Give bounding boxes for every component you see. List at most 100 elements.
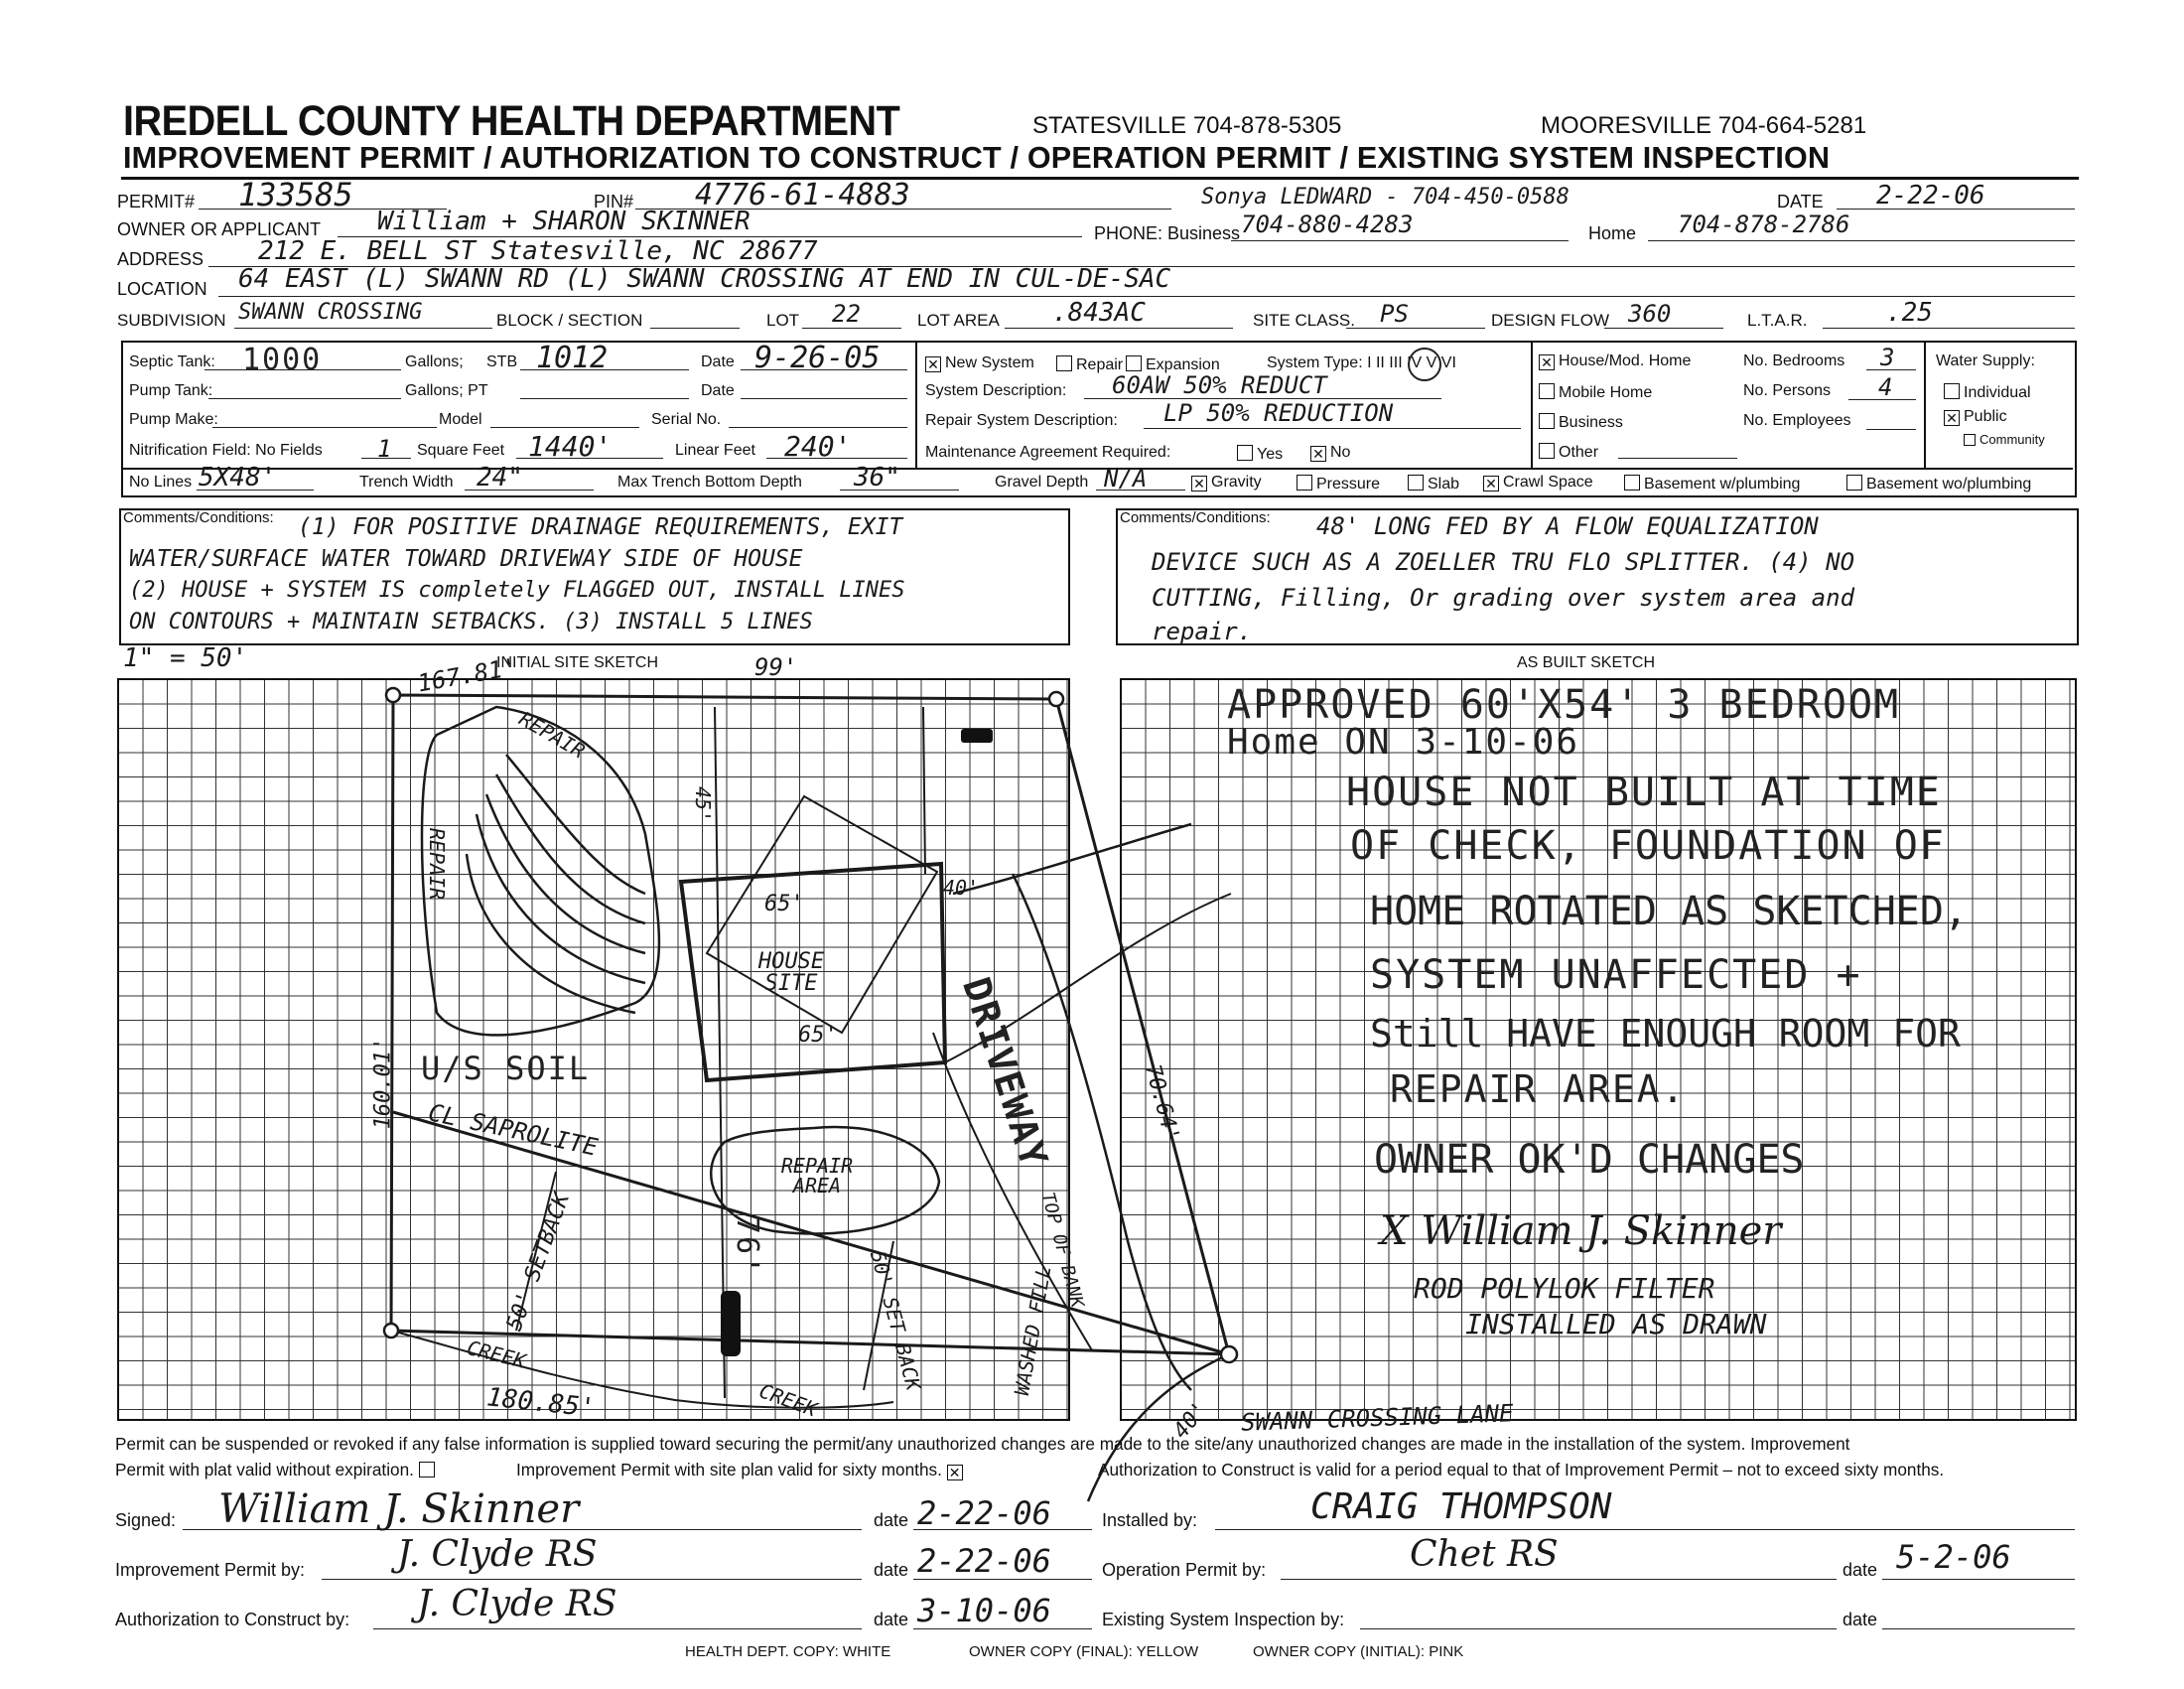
expansion-checkbox[interactable] (1126, 355, 1142, 371)
crawl-checkbox[interactable]: ✕ (1483, 476, 1499, 492)
linear-label: Linear Feet (675, 442, 755, 459)
tank-date-label: Date (701, 353, 735, 370)
fields-value: 1 (377, 435, 392, 463)
permit-date: 2-22-06 (1876, 181, 1985, 211)
imp-permit-value: J. Clyde RS (397, 1534, 598, 1575)
crawl-check[interactable]: ✕Crawl Space (1483, 475, 1593, 492)
depth-label: Max Trench Bottom Depth (617, 474, 802, 491)
house-checkbox[interactable]: ✕ (1539, 354, 1555, 370)
public-checkbox[interactable]: ✕ (1944, 410, 1960, 426)
signed-date-label: date (874, 1510, 909, 1530)
corner-pin-sw (382, 1322, 400, 1339)
basement-w-check[interactable]: Basement w/plumbing (1624, 475, 1800, 493)
lines-value: 5X48' (199, 463, 277, 493)
basement-wo-check[interactable]: Basement wo/plumbing (1846, 475, 2031, 493)
community-check[interactable]: Community (1964, 433, 2045, 446)
pump-date-label: Date (701, 382, 735, 399)
pressure-check[interactable]: Pressure (1297, 475, 1380, 493)
auth-date: 3-10-06 (917, 1592, 1051, 1629)
utility-box (961, 729, 993, 743)
mobile-check[interactable]: Mobile Home (1539, 383, 1652, 401)
expansion-check[interactable]: Expansion (1126, 355, 1220, 373)
septic-value: 1000 (242, 343, 323, 377)
auth-label: Authorization to Construct by: (115, 1610, 350, 1629)
other-check[interactable]: Other (1539, 443, 1598, 461)
slab-check[interactable]: Slab (1408, 475, 1459, 493)
desc-value: 60AW 50% REDUCT (1112, 371, 1327, 399)
lot-area-value: .843AC (1052, 298, 1146, 328)
lot-area-label: LOT AREA (917, 311, 1000, 330)
comments-right-line-3: CUTTING, Filling, Or grading over system… (1152, 584, 1855, 612)
permit-label: PERMIT# (117, 192, 196, 211)
basement-w-checkbox[interactable] (1624, 475, 1640, 491)
phone-home: 704-878-2786 (1678, 211, 1850, 238)
stb-value: 1012 (536, 341, 609, 375)
maint-no-checkbox[interactable]: ✕ (1310, 446, 1326, 462)
op-date-label: date (1843, 1560, 1878, 1580)
comments-right-line-1: 48' LONG FED BY A FLOW EQUALIZATION (1316, 512, 1819, 540)
basement-wo-checkbox[interactable] (1846, 475, 1862, 491)
site-class-value: PS (1380, 300, 1409, 328)
slab-checkbox[interactable] (1408, 475, 1424, 491)
subdivision-value: SWANN CROSSING (238, 300, 423, 325)
sketch-left-dim: 160.01' (370, 1037, 396, 1130)
business-check[interactable]: Business (1539, 413, 1623, 431)
linear-value: 240' (784, 430, 852, 463)
statesville-phone: STATESVILLE 704-878-5305 (1032, 112, 1342, 139)
new-system-checkbox[interactable]: ✕ (925, 356, 941, 372)
model-label: Model (439, 411, 482, 428)
maint-yes[interactable]: Yes (1237, 445, 1283, 463)
public-check[interactable]: ✕Public (1944, 409, 2007, 426)
asbuilt-note-2: INSTALLED AS DRAWN (1465, 1308, 1767, 1340)
maint-yes-checkbox[interactable] (1237, 445, 1253, 461)
sketch-scale: 1" = 50' (123, 643, 248, 673)
corner-pin-se (1219, 1344, 1239, 1364)
community-checkbox[interactable] (1964, 434, 1976, 446)
comments-right-line-4: repair. (1152, 618, 1253, 645)
site-class-label: SITE CLASS. (1253, 311, 1355, 330)
initial-sketch-grid (117, 678, 1070, 1421)
business-checkbox[interactable] (1539, 413, 1555, 429)
pump-make-label: Pump Make: (129, 411, 218, 428)
house-check[interactable]: ✕House/Mod. Home (1539, 353, 1691, 370)
pressure-checkbox[interactable] (1297, 475, 1312, 491)
comments-left-line-1: (1) FOR POSITIVE DRAINAGE REQUIREMENTS, … (298, 514, 903, 540)
date-label: DATE (1777, 192, 1824, 211)
asbuilt-line-5: HOME ROTATED AS SKETCHED, (1370, 889, 1969, 934)
legal-text-2c: Authorization to Construct is valid for … (1098, 1460, 1945, 1479)
imp-date-label: date (874, 1560, 909, 1580)
repair-checkbox[interactable] (1056, 355, 1072, 371)
op-permit-label: Operation Permit by: (1102, 1560, 1267, 1580)
corner-pin-nw (384, 686, 402, 704)
maint-no[interactable]: ✕No (1310, 445, 1350, 462)
asbuilt-line-2: Home ON 3-10-06 (1227, 722, 1580, 763)
lines-label: No Lines (129, 474, 193, 491)
depth-value: 36" (854, 463, 900, 493)
trench-value: 24" (477, 463, 523, 493)
sketch-repair-area: REPAIR AREA (780, 1154, 854, 1197)
bedrooms-value: 3 (1880, 344, 1895, 371)
owner-value: William + SHARON SKINNER (377, 207, 751, 236)
copy-yellow: OWNER COPY (FINAL): YELLOW (969, 1643, 1199, 1660)
asbuilt-line-6: SYSTEM UNAFFECTED + (1370, 952, 1862, 998)
individual-check[interactable]: Individual (1944, 383, 2031, 401)
signed-value: William J. Skinner (218, 1486, 580, 1532)
asbuilt-line-7: Still HAVE ENOUGH ROOM FOR (1370, 1012, 1961, 1056)
repair-check[interactable]: Repair (1056, 355, 1123, 373)
asbuilt-sketch-grid (1120, 678, 2077, 1421)
site-plan-checkbox[interactable]: ✕ (946, 1465, 963, 1480)
comments-left-box (119, 508, 1070, 645)
mooresville-phone: MOORESVILLE 704-664-5281 (1541, 112, 1867, 139)
gravity-check[interactable]: ✕Gravity (1191, 475, 1262, 492)
septic-label: Septic Tank: (129, 353, 215, 370)
other-checkbox[interactable] (1539, 443, 1555, 459)
design-flow-value: 360 (1628, 300, 1672, 328)
individual-checkbox[interactable] (1944, 383, 1960, 399)
plat-checkbox[interactable] (418, 1462, 435, 1478)
pin-label: PIN# (594, 192, 634, 211)
new-system-check[interactable]: ✕New System (925, 355, 1034, 372)
phone-business: 704-880-4283 (1241, 211, 1414, 238)
mobile-checkbox[interactable] (1539, 383, 1555, 399)
gravity-checkbox[interactable]: ✕ (1191, 476, 1207, 492)
